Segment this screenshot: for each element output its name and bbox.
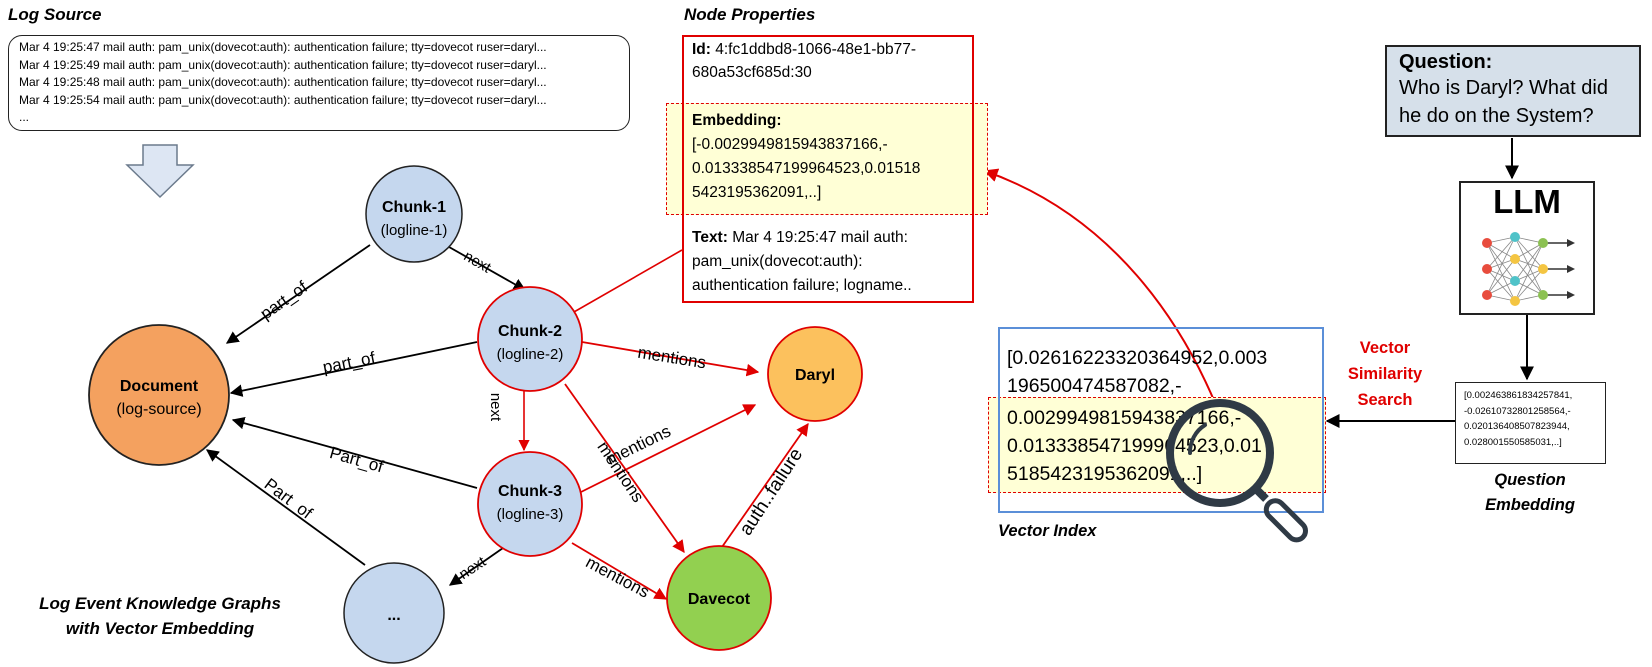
edge-label-part-of: part_of <box>257 277 311 323</box>
log-line: Mar 4 19:25:54 mail auth: pam_unix(dovec… <box>19 92 547 107</box>
llm-label: LLM <box>1493 183 1561 220</box>
vector-line: 0.013338547199964523,0.01 <box>1007 435 1262 457</box>
embedding-line: [-0.0029949815943837166,- <box>692 136 888 153</box>
embedding-line: 0.013338547199964523,0.01518 <box>692 160 921 177</box>
node-text-line: Mar 4 19:25:47 mail auth: <box>732 229 908 246</box>
embedding-label: Embedding: <box>692 109 782 132</box>
question-line: Who is Daryl? What did <box>1399 77 1608 99</box>
edge-mentions-2-daryl <box>581 341 760 377</box>
log-line: ... <box>19 110 30 124</box>
document-sub: (log-source) <box>116 401 201 418</box>
log-line: Mar 4 19:25:49 mail auth: pam_unix(dovec… <box>19 57 547 72</box>
chunk-1-title: Chunk-1 <box>382 199 446 216</box>
vector-line: [0.02616223320364952,0.003 <box>1007 347 1268 369</box>
edge-label-part-of: part_of <box>321 348 377 377</box>
node-id-value: 4:fc1ddbd8-1066-48e1-bb77- <box>715 41 917 58</box>
chunk-3-node <box>477 451 583 557</box>
connector-chunk2-node-properties <box>559 249 683 321</box>
log-line: Mar 4 19:25:48 mail auth: pam_unix(dovec… <box>19 75 547 89</box>
chunk-1-sub: (logline-1) <box>381 222 448 239</box>
davecot-node <box>666 545 772 651</box>
embedding-highlight <box>666 103 988 215</box>
chunk-2-sub: (logline-2) <box>497 346 564 363</box>
vector-match-highlight <box>988 397 1326 493</box>
node-id-value-cont: 680a53cf685d:30 <box>692 64 812 81</box>
qe-line: -0.02610732801258564,- <box>1464 405 1571 417</box>
vss-line: Search <box>1357 391 1413 409</box>
question-title: Question: <box>1399 51 1493 73</box>
chunk-1-node <box>365 165 463 263</box>
daryl-node <box>767 326 863 422</box>
edge-next-1-2 <box>441 242 527 291</box>
neural-network-icon <box>1482 232 1575 306</box>
chunk-4-node <box>343 562 445 664</box>
edge-partof-chunk2 <box>229 341 478 397</box>
edge-label-next: next <box>456 553 490 583</box>
chunk-4-title: ... <box>387 607 400 624</box>
edge-mentions-2-davecot <box>564 383 685 554</box>
node-text: Text: Mar 4 19:25:47 mail auth: <box>692 226 908 249</box>
log-source-title: Log Source <box>8 5 102 24</box>
chunk-3-title: Chunk-3 <box>498 483 562 500</box>
edge-partof-chunk3 <box>231 416 478 489</box>
embedding-label-text: Embedding: <box>692 112 782 129</box>
daryl-title: Daryl <box>795 367 835 384</box>
vector-index-title: Vector Index <box>998 522 1097 540</box>
question-embedding-label-2: Embedding <box>1485 496 1575 514</box>
chunk-2-title: Chunk-2 <box>498 323 562 340</box>
node-id: Id: 4:fc1ddbd8-1066-48e1-bb77- <box>692 38 916 61</box>
question-line: he do on the System? <box>1399 105 1594 127</box>
llm-box: LLM <box>1459 181 1595 315</box>
qe-line: 0.020136408507823944, <box>1464 421 1570 432</box>
log-source-box: Mar 4 19:25:47 mail auth: pam_unix(dovec… <box>8 35 630 131</box>
document-title: Document <box>120 378 199 395</box>
edge-label-next: next <box>487 393 504 422</box>
edge-label-part-of-upper: Part_of <box>328 443 386 476</box>
vss-label: Vector Similarity Search <box>1330 335 1440 413</box>
edge-auth-failure <box>721 422 809 548</box>
qe-line: [0.002463861834257841, <box>1464 390 1573 401</box>
down-arrow-icon <box>125 144 195 199</box>
davecot-title: Davecot <box>688 591 751 608</box>
embedding-line: 5423195362091,..] <box>692 184 822 201</box>
edge-label-next: next <box>461 248 495 277</box>
edge-next-3-4 <box>448 547 504 586</box>
node-text-line: authentication failure; logname.. <box>692 277 912 294</box>
question-box: Question: Who is Daryl? What did he do o… <box>1385 45 1641 137</box>
graph-caption-1: Log Event Knowledge Graphs <box>39 594 281 613</box>
edge-mentions-3-davecot <box>571 542 668 600</box>
vector-line: 5185423195362091,..] <box>1007 463 1203 485</box>
node-properties-title: Node Properties <box>684 5 816 24</box>
node-id-label: Id: <box>692 41 711 58</box>
edge-mentions-3-daryl <box>574 404 757 496</box>
similarity-search-arrow <box>983 168 1226 429</box>
node-properties-box <box>682 35 974 303</box>
magnifier-icon <box>1166 399 1309 543</box>
chunk-2-node <box>477 286 583 392</box>
node-text-line: pam_unix(dovecot:auth): <box>692 253 863 270</box>
edge-label-part-of-upper: Part_of <box>261 475 316 523</box>
vss-line: Similarity <box>1347 365 1423 383</box>
edge-partof-chunk1 <box>225 244 371 344</box>
vss-line: Vector <box>1359 339 1411 357</box>
edge-label-mentions: mentions <box>583 553 653 602</box>
edge-partof-chunk4 <box>205 449 366 566</box>
edge-label-auth-failure: auth..failure <box>736 445 808 540</box>
node-text-label: Text: <box>692 229 728 246</box>
question-embedding-label-1: Question <box>1494 471 1566 489</box>
log-line: Mar 4 19:25:47 mail auth: pam_unix(dovec… <box>19 40 547 54</box>
edge-label-mentions: mentions <box>636 343 707 373</box>
graph-caption-2: with Vector Embedding <box>65 619 255 638</box>
chunk-3-sub: (logline-3) <box>497 506 564 523</box>
vector-line: 196500474587082,- <box>1007 375 1182 397</box>
vector-index-box <box>998 327 1324 513</box>
question-embedding-box: [0.002463861834257841, -0.02610732801258… <box>1455 382 1606 464</box>
document-node <box>88 324 230 466</box>
qe-line: 0.028001550585031,..] <box>1464 436 1562 448</box>
